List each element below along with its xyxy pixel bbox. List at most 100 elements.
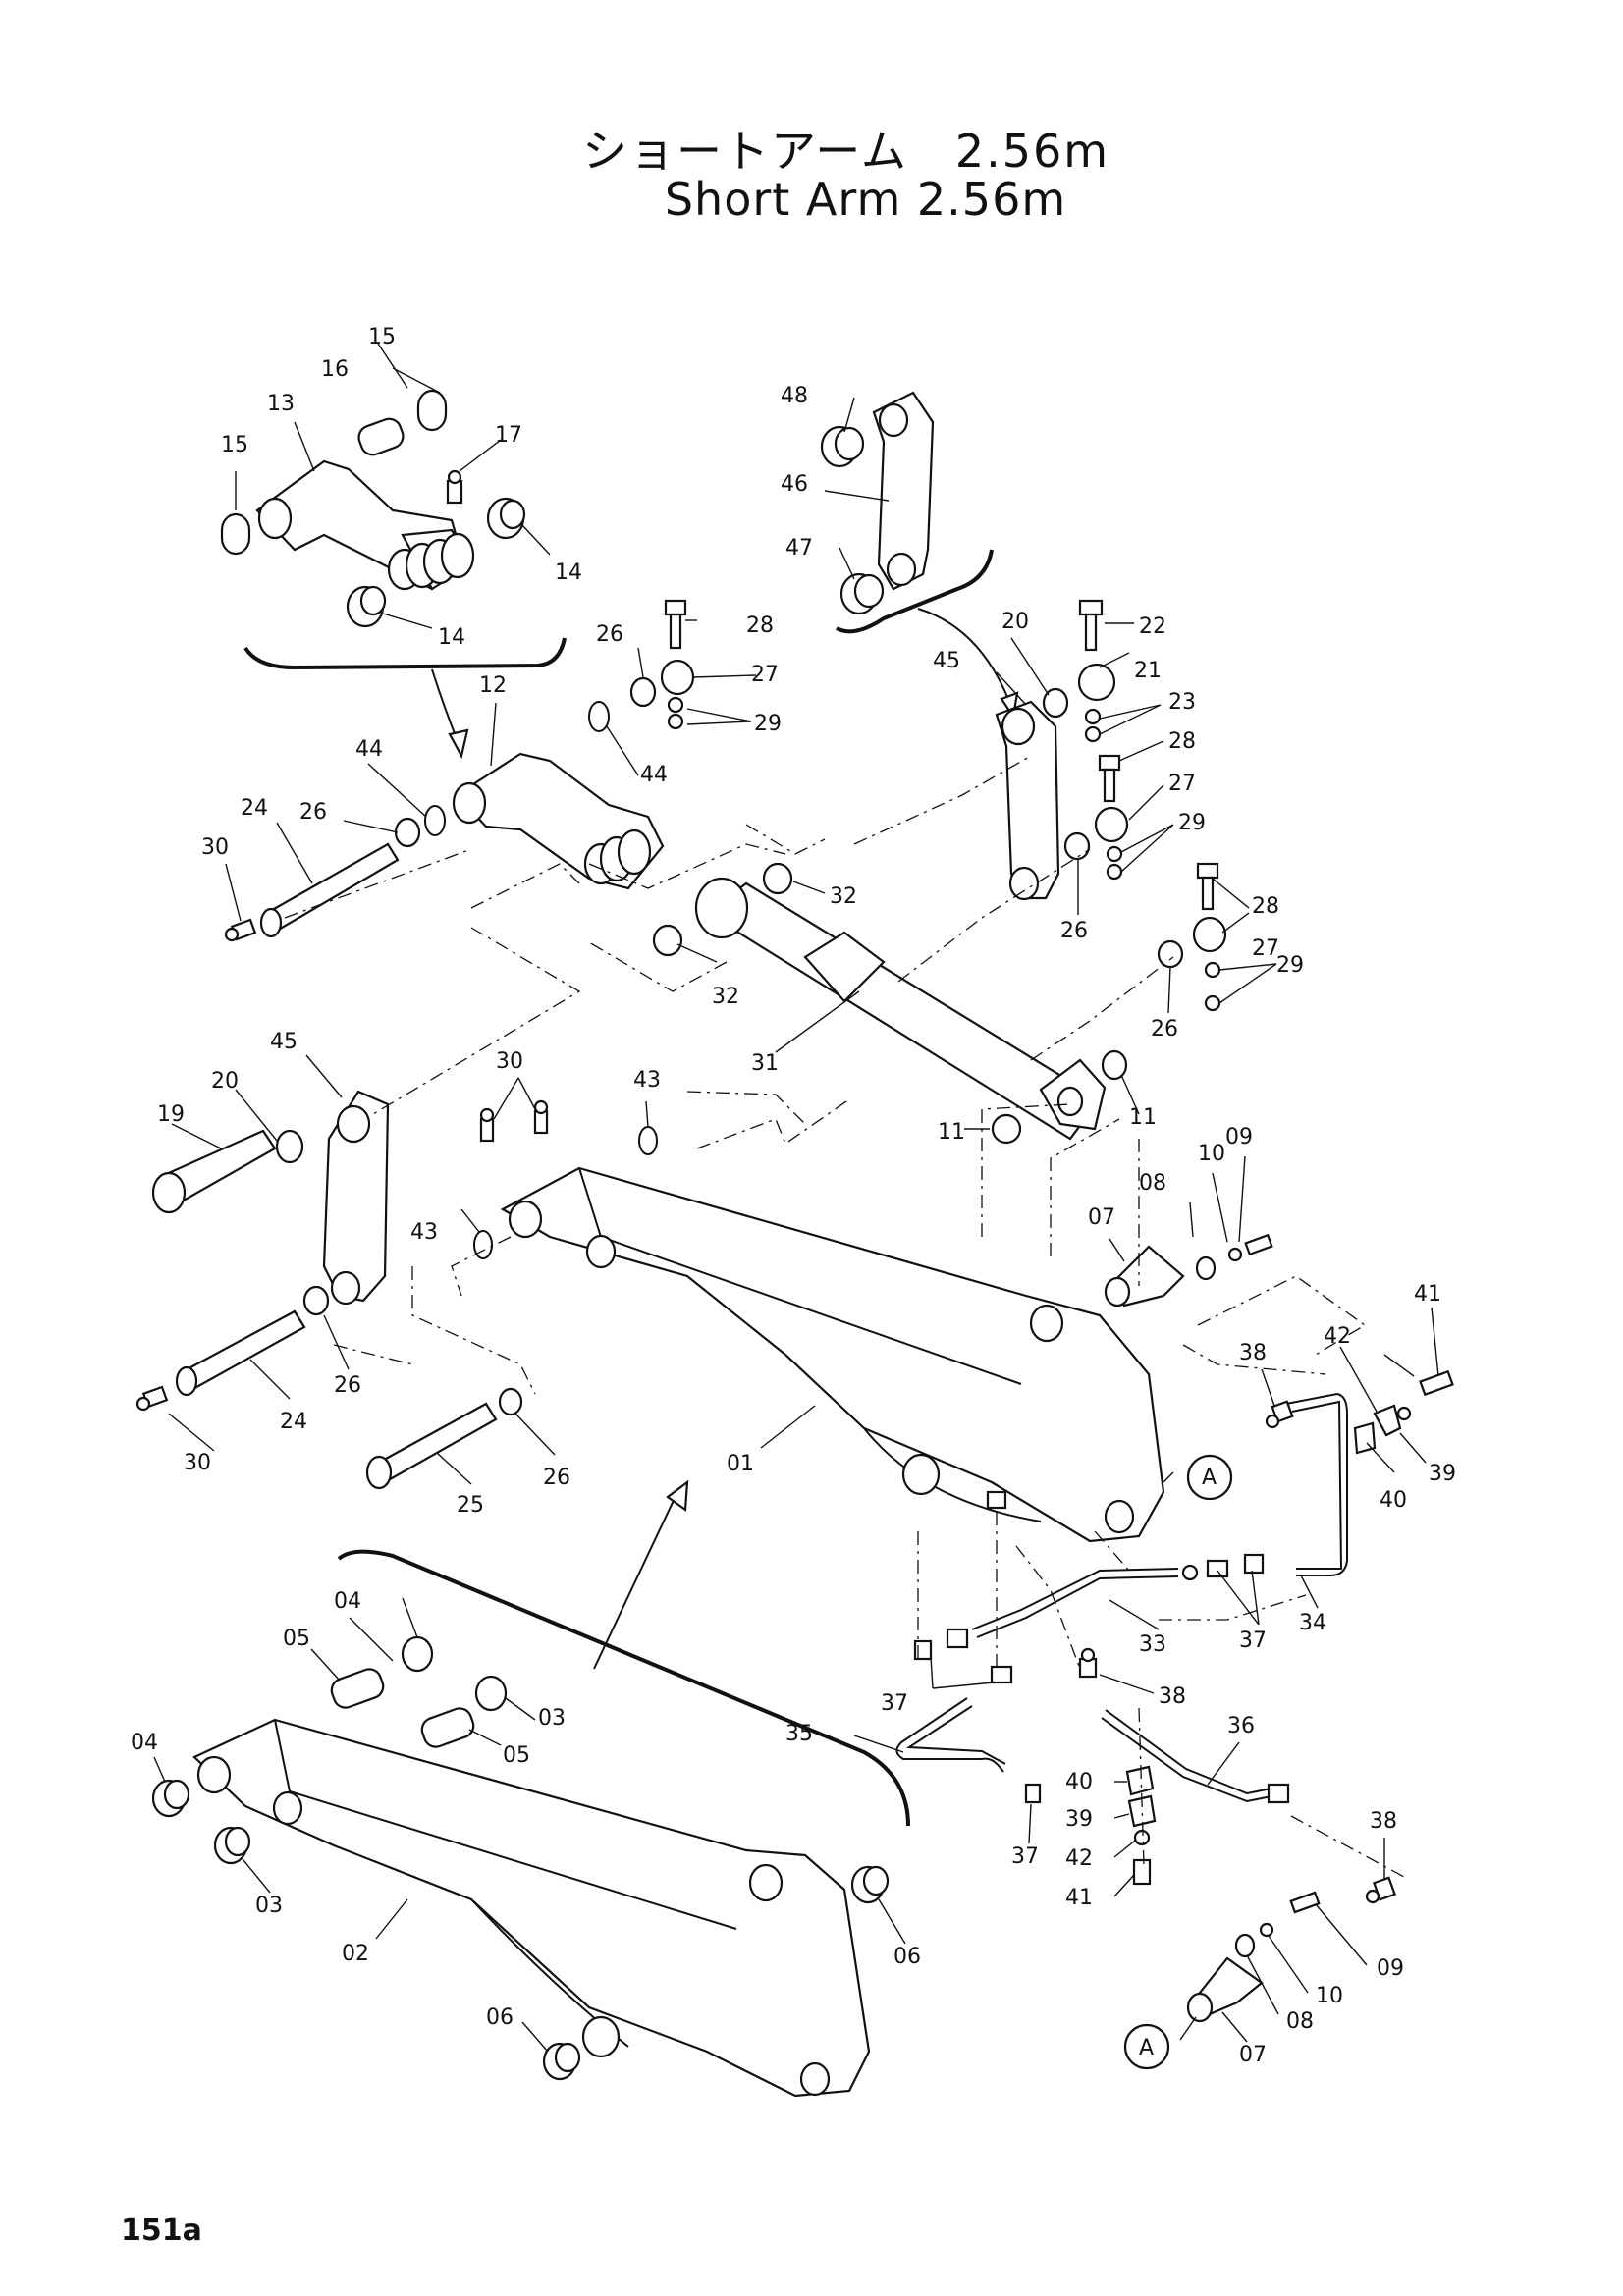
label-part-27: 27	[751, 663, 779, 687]
label-part-40: 40	[1380, 1488, 1407, 1513]
fitting-37-pipe35	[1024, 1783, 1042, 1804]
label-part-30: 30	[496, 1049, 523, 1074]
label-part-06: 06	[486, 2005, 514, 2030]
washer-11-right	[1101, 1049, 1128, 1081]
label-part-37: 37	[1239, 1629, 1267, 1653]
grease-fitting-17	[446, 469, 463, 505]
label-part-27: 27	[1252, 936, 1279, 961]
pipe-35	[895, 1697, 1006, 1773]
title-english: Short Arm 2.56m	[664, 173, 1067, 226]
label-part-11: 11	[938, 1120, 965, 1145]
link-45-left	[322, 1090, 390, 1306]
washer-42-lower	[1133, 1829, 1151, 1846]
label-part-46: 46	[781, 472, 808, 497]
nut-27-lower	[1192, 916, 1227, 953]
label-part-32: 32	[712, 985, 739, 1009]
label-part-38: 38	[1370, 1809, 1397, 1834]
label-part-45: 45	[933, 649, 960, 673]
label-part-38: 38	[1159, 1684, 1186, 1709]
washer-26-right-link	[1063, 831, 1091, 861]
fitting-37-lower-left	[913, 1628, 969, 1661]
fitting-38-mid	[1078, 1647, 1098, 1679]
washer-32-upper	[762, 862, 793, 895]
fitting-36-end	[1267, 1783, 1290, 1804]
link-12	[452, 752, 665, 890]
cylinder-31	[694, 877, 1107, 1141]
label-part-13: 13	[267, 392, 295, 416]
label-part-23: 23	[1168, 690, 1196, 715]
bushing-15-left	[220, 512, 251, 556]
label-part-43: 43	[633, 1068, 661, 1093]
bushing-06-right	[850, 1865, 890, 1904]
label-part-01: 01	[727, 1452, 754, 1476]
nut-29-upper	[667, 696, 684, 730]
label-part-09: 09	[1225, 1125, 1253, 1149]
centerline-pipe36	[1290, 1815, 1405, 1878]
arrow-arm-02	[593, 1491, 678, 1670]
bolt-28-upper	[664, 599, 687, 650]
label-part-03: 03	[255, 1894, 283, 1918]
label-part-26: 26	[334, 1373, 361, 1398]
fitting-38-top	[1265, 1400, 1294, 1429]
label-part-04: 04	[131, 1731, 158, 1755]
label-part-20: 20	[211, 1069, 239, 1094]
washer-10-lower	[1259, 1922, 1274, 1938]
nut-29-lower	[1204, 961, 1221, 1012]
arrowhead-arm-02	[666, 1479, 689, 1513]
arrow-link-46	[917, 608, 1012, 708]
bushing-15-right	[416, 389, 448, 432]
washer-26-upper	[629, 676, 657, 708]
bracket-arm-02	[337, 1549, 910, 1827]
label-part-22: 22	[1139, 614, 1166, 639]
nut-27-mid	[1094, 806, 1129, 843]
snap-ring-44-right	[588, 701, 610, 732]
washer-26-far-right	[1157, 939, 1184, 969]
label-part-29: 29	[1178, 811, 1206, 835]
bolt-22	[1078, 599, 1104, 652]
pin-24-upper	[259, 842, 400, 938]
label-part-10: 10	[1316, 1984, 1343, 2008]
link-46	[872, 391, 935, 591]
washer-32-lower	[652, 924, 683, 957]
bushing-03-left	[213, 1826, 251, 1865]
label-part-43: 43	[410, 1220, 438, 1245]
bushing-03-upper	[474, 1675, 508, 1712]
label-part-07: 07	[1239, 2043, 1267, 2067]
label-part-06: 06	[893, 1945, 921, 1969]
washer-20-right	[1042, 687, 1069, 719]
bushing-14-right	[486, 497, 526, 540]
title-japanese: ショートアーム 2.56m	[581, 125, 1110, 178]
part-labels: 15 16 13 15 17 14 14 48 46 47 28 27 29 2…	[131, 325, 1456, 2067]
label-part-36: 36	[1227, 1714, 1255, 1738]
label-part-27: 27	[1168, 772, 1196, 796]
reference-circle-a-upper	[1186, 1454, 1233, 1501]
label-part-42: 42	[1324, 1324, 1351, 1349]
label-part-24: 24	[241, 796, 268, 821]
label-part-39: 39	[1065, 1807, 1093, 1832]
bushing-05-lower	[420, 1707, 475, 1748]
pipe-36	[1101, 1709, 1272, 1803]
washer-08-lower	[1234, 1933, 1256, 1958]
page-number: 151a	[121, 2214, 202, 2248]
bushing-06-lower	[542, 2042, 581, 2081]
label-part-35: 35	[785, 1722, 813, 1746]
label-part-44: 44	[355, 737, 383, 762]
label-part-15: 15	[368, 325, 396, 349]
label-part-11: 11	[1129, 1105, 1157, 1130]
washer-26-pin25	[498, 1387, 523, 1416]
fitting-37-tee	[1181, 1553, 1265, 1581]
label-part-21: 21	[1134, 659, 1162, 683]
bushing-04-upper	[401, 1635, 434, 1673]
bushing-48	[820, 425, 865, 468]
washer-26-left-link	[302, 1285, 330, 1316]
arm-02	[192, 1718, 871, 2098]
label-part-28: 28	[1252, 894, 1279, 919]
label-part-28: 28	[1168, 729, 1196, 754]
washer-10-upper	[1227, 1247, 1243, 1262]
label-part-08: 08	[1286, 2009, 1314, 2034]
label-part-34: 34	[1299, 1611, 1326, 1635]
label-part-14: 14	[555, 561, 582, 585]
label-part-10: 10	[1198, 1142, 1225, 1166]
label-part-25: 25	[457, 1493, 484, 1518]
